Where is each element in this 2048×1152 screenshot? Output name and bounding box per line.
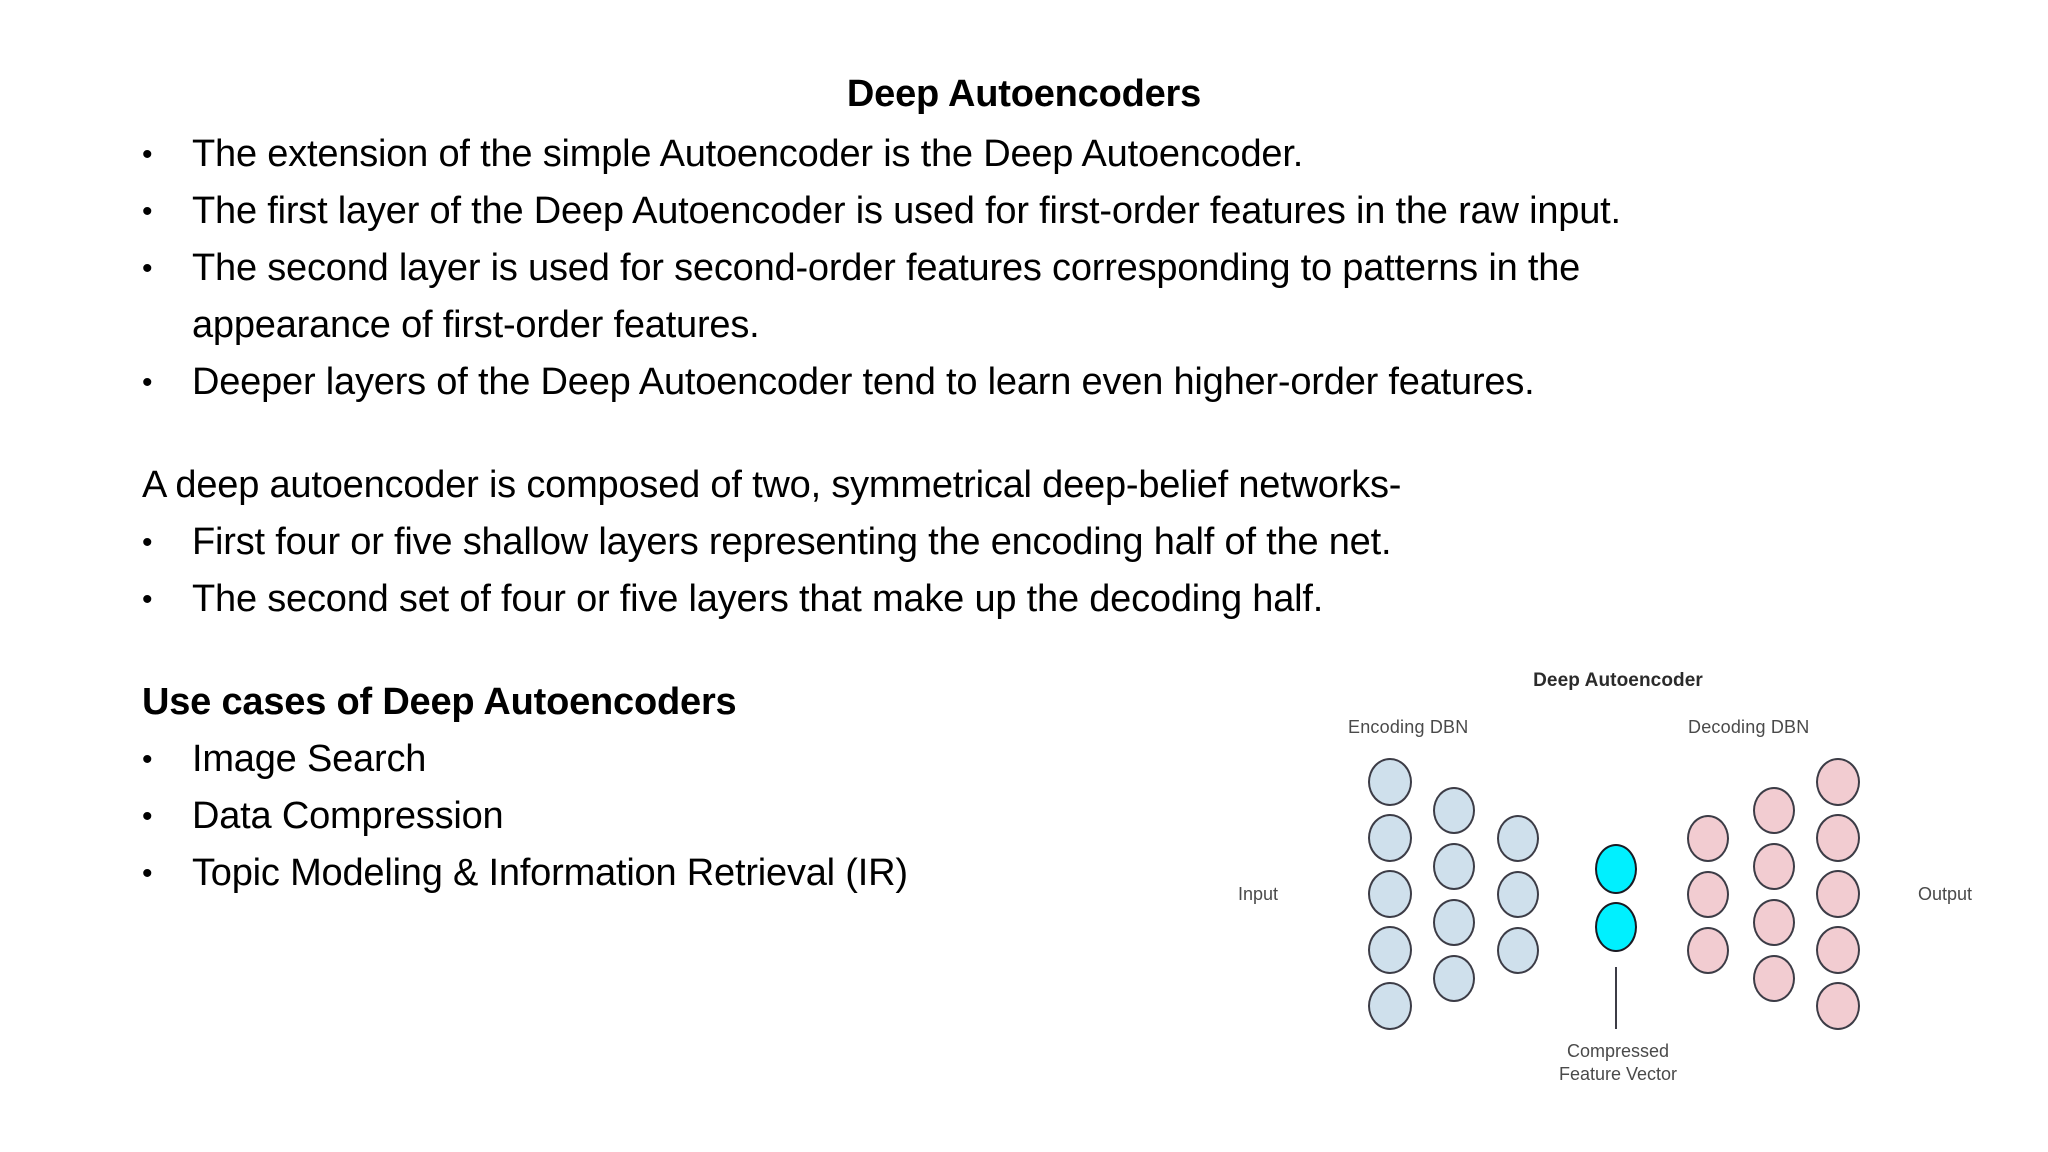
list-item-label: The extension of the simple Autoencoder … xyxy=(192,133,1304,175)
list-item-label: Data Compression xyxy=(192,795,504,837)
neuron-node-decoder-layer-3-4 xyxy=(1816,926,1860,974)
deep-autoencoder-diagram: Deep Autoencoder Encoding DBN Decoding D… xyxy=(1218,662,2018,1102)
neuron-node-decoder-layer-3-2 xyxy=(1816,814,1860,862)
neuron-node-encoder-layer-1-5 xyxy=(1368,982,1412,1030)
neuron-node-encoder-layer-2-4 xyxy=(1433,954,1475,1002)
list-item-label: The second layer is used for second-orde… xyxy=(192,240,1922,354)
neuron-node-bottleneck-2 xyxy=(1595,902,1637,952)
bullet-icon: • xyxy=(142,800,153,833)
list-item: • The extension of the simple Autoencode… xyxy=(142,126,1922,183)
neuron-node-encoder-layer-1-4 xyxy=(1368,926,1412,974)
neuron-node-encoder-layer-1-1 xyxy=(1368,758,1412,806)
composition-lead-text: A deep autoencoder is composed of two, s… xyxy=(142,464,1402,506)
diagram-title: Deep Autoencoder xyxy=(1533,670,1703,691)
bullet-icon: • xyxy=(142,366,153,399)
section-intro-bullets: • The extension of the simple Autoencode… xyxy=(142,126,1922,411)
neuron-node-encoder-layer-2-3 xyxy=(1433,898,1475,946)
list-item: • The second layer is used for second-or… xyxy=(142,240,1922,354)
list-item: • Data Compression xyxy=(142,788,1922,845)
input-label: Input xyxy=(1238,884,1279,904)
slide-body: • The extension of the simple Autoencode… xyxy=(142,126,1922,902)
neuron-node-encoder-layer-1-3 xyxy=(1368,870,1412,918)
list-item-label: Deeper layers of the Deep Autoencoder te… xyxy=(192,361,1535,403)
compressed-label-line-2: Feature Vector xyxy=(1558,1064,1678,1084)
list-item-label: First four or five shallow layers repres… xyxy=(192,521,1392,563)
encoding-dbn-label: Encoding DBN xyxy=(1348,717,1469,737)
list-item-line: The second layer is used for second-orde… xyxy=(192,247,1581,289)
bullet-icon: • xyxy=(142,526,153,559)
list-item-label: The second set of four or five layers th… xyxy=(192,578,1324,620)
list-item-label: Topic Modeling & Information Retrieval (… xyxy=(192,852,908,894)
list-item-label: Image Search xyxy=(192,738,427,780)
list-item: • Image Search xyxy=(142,731,1922,788)
section-use-cases: Use cases of Deep Autoencoders • Image S… xyxy=(142,674,1922,902)
neuron-node-decoder-layer-1-2 xyxy=(1687,870,1729,918)
bullet-icon: • xyxy=(142,195,153,228)
bullet-icon: • xyxy=(142,583,153,616)
neuron-node-decoder-layer-2-4 xyxy=(1753,954,1795,1002)
neuron-node-decoder-layer-1-3 xyxy=(1687,926,1729,974)
output-label: Output xyxy=(1918,884,1973,904)
list-item-label: The first layer of the Deep Autoencoder … xyxy=(192,190,1621,232)
neuron-node-bottleneck-1 xyxy=(1595,844,1637,894)
neuron-node-encoder-layer-3-2 xyxy=(1497,870,1539,918)
neuron-node-decoder-layer-2-1 xyxy=(1753,786,1795,834)
neuron-node-encoder-layer-3-3 xyxy=(1497,926,1539,974)
neuron-node-decoder-layer-2-2 xyxy=(1753,842,1795,890)
neuron-node-decoder-layer-3-5 xyxy=(1816,982,1860,1030)
list-item: • Topic Modeling & Information Retrieval… xyxy=(142,845,1922,902)
bullet-icon: • xyxy=(142,743,153,776)
page-title: Deep Autoencoders xyxy=(846,73,1202,115)
neuron-node-encoder-layer-2-2 xyxy=(1433,842,1475,890)
neuron-node-decoder-layer-3-1 xyxy=(1816,758,1860,806)
bullet-icon: • xyxy=(142,857,153,890)
bullet-icon: • xyxy=(142,138,153,171)
spacer xyxy=(142,411,1922,457)
compressed-feature-vector-label: Compressed Feature Vector xyxy=(1518,1040,1718,1086)
list-item-line: appearance of first-order features. xyxy=(192,304,760,346)
list-item: • The second set of four or five layers … xyxy=(142,571,1922,628)
neuron-node-decoder-layer-1-1 xyxy=(1687,814,1729,862)
neuron-node-encoder-layer-2-1 xyxy=(1433,786,1475,834)
neuron-node-encoder-layer-1-2 xyxy=(1368,814,1412,862)
neuron-node-decoder-layer-3-3 xyxy=(1816,870,1860,918)
section-composition: A deep autoencoder is composed of two, s… xyxy=(142,457,1922,628)
decoding-dbn-label: Decoding DBN xyxy=(1688,717,1810,737)
neuron-node-decoder-layer-2-3 xyxy=(1753,898,1795,946)
list-item: • Deeper layers of the Deep Autoencoder … xyxy=(142,354,1922,411)
use-cases-heading: Use cases of Deep Autoencoders xyxy=(142,681,737,723)
compressed-vector-connector xyxy=(1615,967,1617,1029)
compressed-label-line-1: Compressed xyxy=(1566,1041,1670,1061)
list-item: • First four or five shallow layers repr… xyxy=(142,514,1922,571)
bullet-icon: • xyxy=(142,252,153,285)
list-item: • The first layer of the Deep Autoencode… xyxy=(142,183,1922,240)
neuron-node-encoder-layer-3-1 xyxy=(1497,814,1539,862)
